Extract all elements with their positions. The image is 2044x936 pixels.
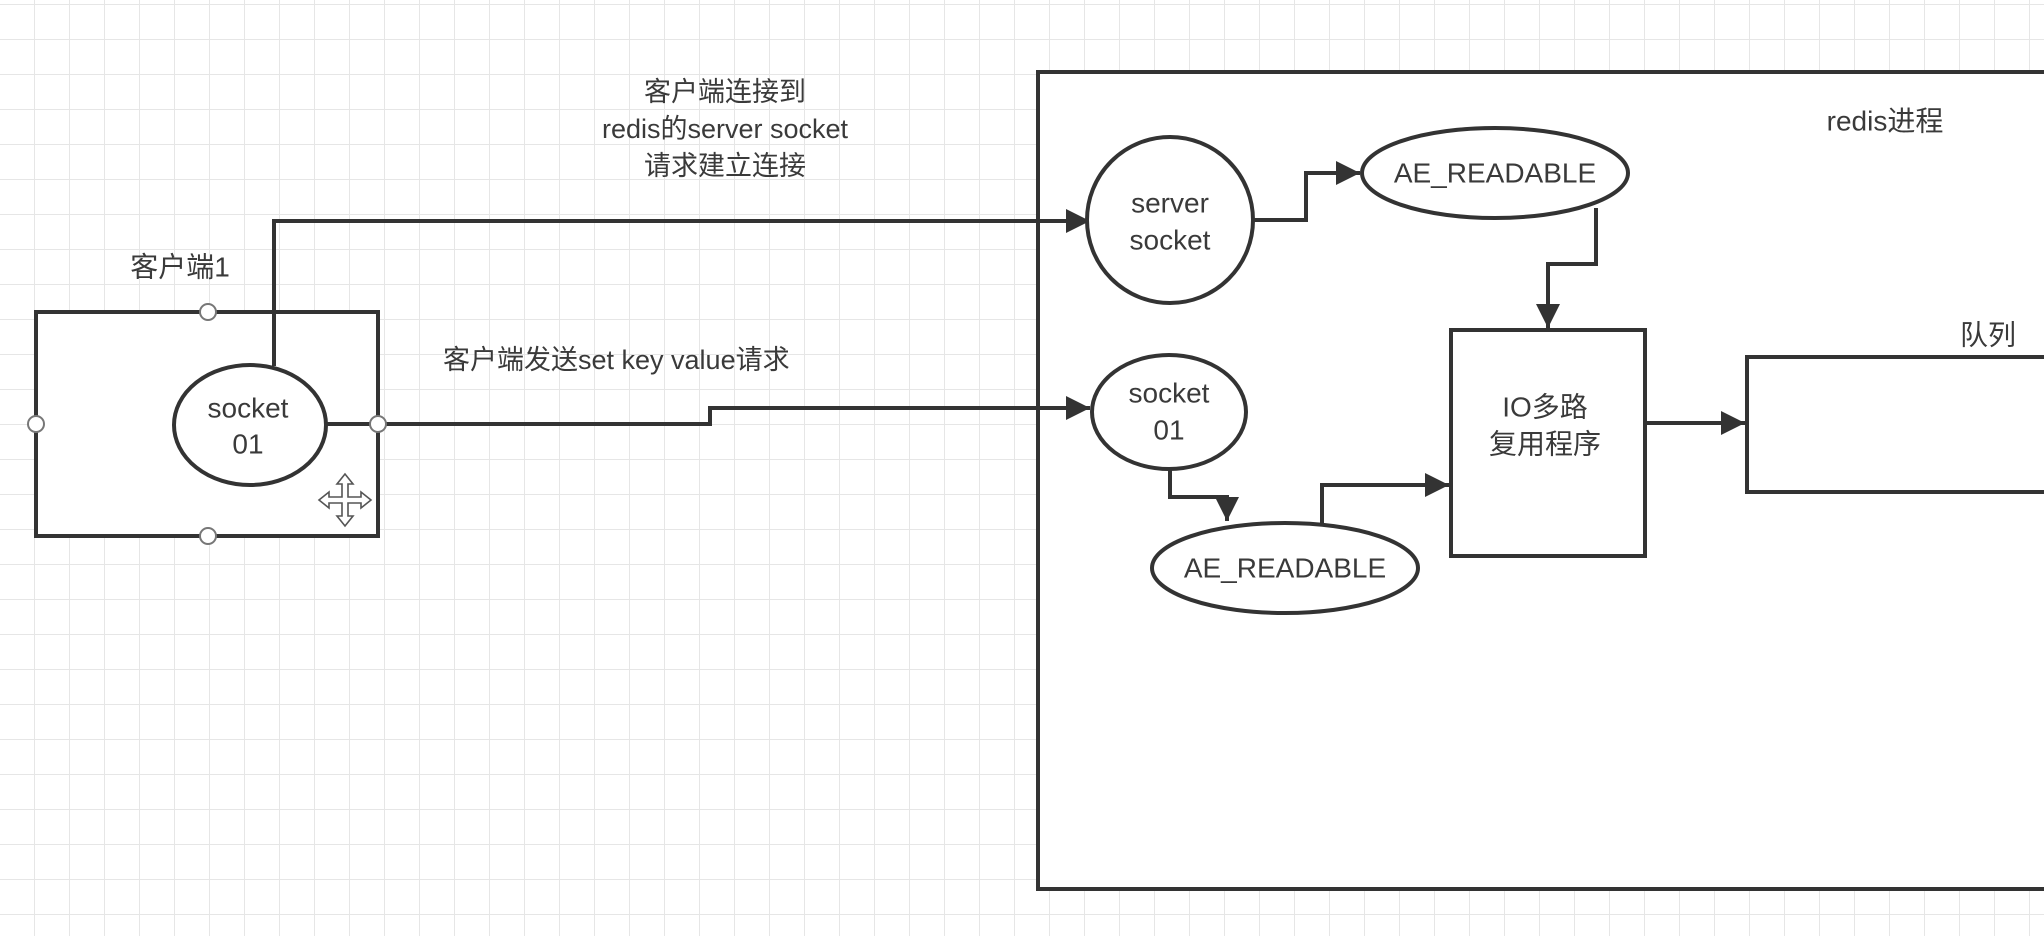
server-socket-node[interactable]: server socket — [1085, 135, 1255, 305]
io-multiplexer-label-2: 复用程序 — [1489, 428, 1601, 459]
io-multiplexer-label-1: IO多路 — [1502, 391, 1588, 422]
edge-socket-to-ae-readable[interactable] — [1168, 469, 1239, 521]
queue-label: 队列 — [1960, 319, 2016, 350]
edge-server-socket-to-ae-readable[interactable] — [1253, 161, 1360, 222]
redis-process-label: redis进程 — [1827, 105, 1944, 136]
edge-connect-request[interactable] — [272, 209, 1090, 366]
client-socket-label-1: socket — [208, 392, 289, 423]
server-socket-ellipse[interactable] — [1085, 135, 1255, 305]
redis-socket-label-1: socket — [1129, 377, 1210, 408]
send-request-label: 客户端发送set key value请求 — [443, 345, 790, 375]
io-multiplexer-box[interactable] — [1449, 328, 1647, 558]
queue-node[interactable]: 队列 — [1745, 319, 2044, 494]
connect-request-line-2: redis的server socket — [602, 114, 849, 144]
ae-readable-top-label: AE_READABLE — [1394, 157, 1596, 188]
client-label: 客户端1 — [130, 251, 230, 282]
resize-handle-top[interactable] — [199, 303, 217, 321]
resize-handle-left[interactable] — [27, 415, 45, 433]
queue-box[interactable] — [1745, 355, 2044, 494]
edge-send-request[interactable] — [326, 396, 1090, 426]
edge-ae-readable-top-to-io[interactable] — [1536, 208, 1598, 328]
ae-readable-bottom-ellipse[interactable] — [1150, 521, 1420, 615]
connect-request-line-1: 客户端连接到 — [644, 77, 806, 107]
edge-ae-readable-bottom-to-io[interactable] — [1320, 473, 1449, 523]
server-socket-label-2: socket — [1130, 224, 1211, 255]
ae-readable-bottom-label: AE_READABLE — [1184, 552, 1386, 583]
server-socket-label-1: server — [1131, 187, 1209, 218]
ae-readable-top-ellipse[interactable] — [1360, 126, 1630, 220]
client-socket-label-2: 01 — [232, 428, 263, 459]
client-socket-ellipse[interactable] — [172, 363, 328, 487]
move-cursor-icon — [317, 472, 373, 528]
io-multiplexer-node[interactable]: IO多路 复用程序 — [1449, 328, 1647, 558]
connect-request-line-3: 请求建立连接 — [644, 151, 806, 181]
redis-socket-label-2: 01 — [1153, 414, 1184, 445]
resize-handle-bottom[interactable] — [199, 527, 217, 545]
ae-readable-top-node[interactable]: AE_READABLE — [1360, 126, 1630, 220]
redis-socket-node[interactable]: socket 01 — [1090, 353, 1248, 471]
client-socket-node[interactable]: socket 01 — [172, 363, 328, 487]
ae-readable-bottom-node[interactable]: AE_READABLE — [1150, 521, 1420, 615]
redis-socket-ellipse[interactable] — [1090, 353, 1248, 471]
resize-handle-right[interactable] — [369, 415, 387, 433]
